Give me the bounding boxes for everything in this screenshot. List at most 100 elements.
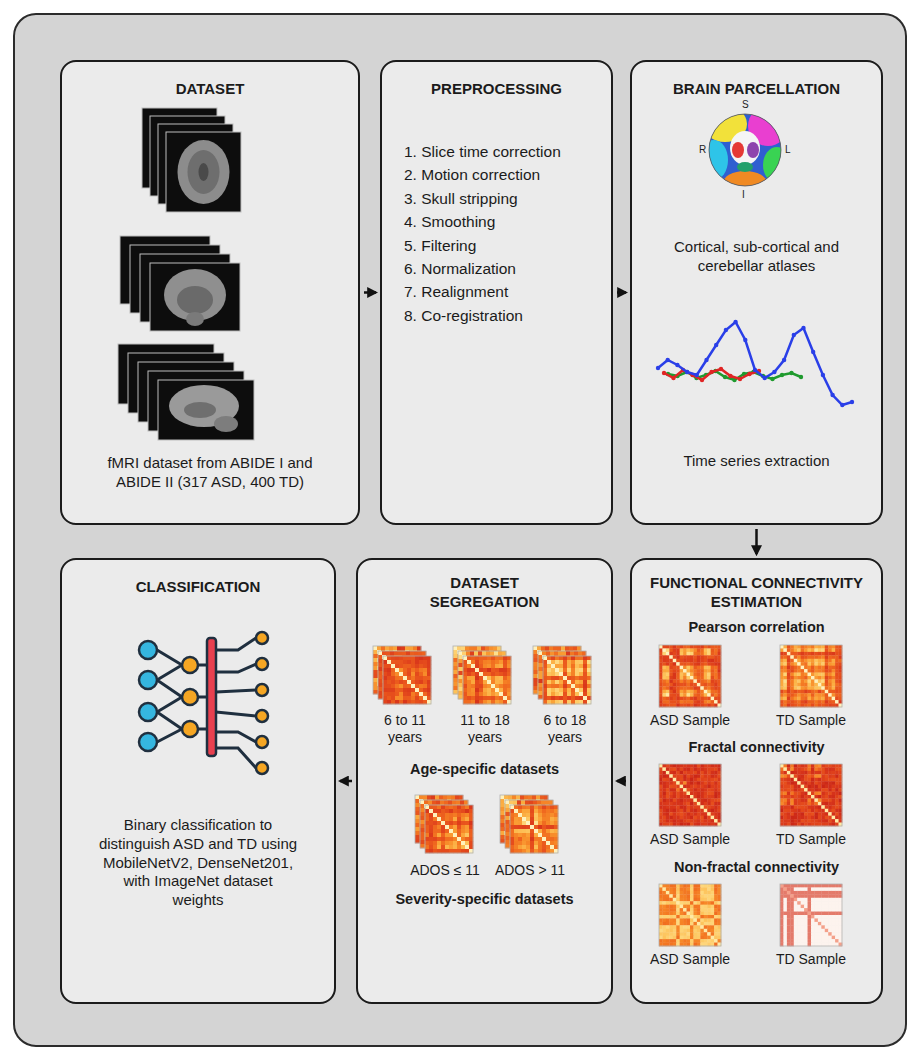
matrix-cell [780,823,784,827]
matrix-cell [693,929,697,933]
matrix-cell [683,816,687,820]
matrix-cell [669,939,673,943]
connectivity-matrix [780,764,842,826]
matrix-cell [673,939,677,943]
matrix-cell [790,912,794,916]
matrix-cell [787,802,791,806]
matrix-cell [804,652,808,656]
matrix-cell [697,792,701,796]
signal-dot [733,320,737,324]
matrix-cell [801,655,805,659]
box-title: DATASET SEGREGATION [406,574,563,612]
matrix-cell [666,929,670,933]
matrix-cell [704,925,708,929]
matrix-cell [814,774,818,778]
matrix-cell [693,894,697,898]
matrix-cell [666,823,670,827]
matrix-cell [683,673,687,677]
matrix-cell [832,662,836,666]
matrix-cell [821,819,825,823]
matrix-cell [825,652,829,656]
matrix-cell [693,891,697,895]
matrix-cell [666,659,670,663]
matrix-cell [797,697,801,701]
matrix-cell [787,679,791,683]
matrix-cell [794,697,798,701]
matrix-cell [704,645,708,649]
matrix-cell [687,819,691,823]
matrix-cell [707,925,711,929]
matrix-cell [818,645,822,649]
matrix-cell [707,697,711,701]
matrix-cell [790,683,794,687]
matrix-cell [697,693,701,697]
matrix-cell [780,774,784,778]
matrix-cell [673,785,677,789]
matrix-cell [687,771,691,775]
matrix-cell [794,683,798,687]
matrix-cell [718,922,722,926]
matrix-cell [669,679,673,683]
matrix-cell [683,798,687,802]
matrix-cell [787,648,791,652]
matrix-cell [814,778,818,782]
matrix-cell [818,929,822,933]
matrix-cell [804,697,808,701]
matrix-cell [704,809,708,813]
matrix-cell [704,802,708,806]
matrix-cell [832,788,836,792]
matrix-cell [780,788,784,792]
matrix-cell [700,704,704,708]
matrix-cell [718,891,722,895]
matrix-cell [797,659,801,663]
matrix-cell [801,812,805,816]
matrix-cell [683,823,687,827]
matrix-cell [832,891,836,895]
matrix-cell [780,805,784,809]
matrix-cell [825,697,829,701]
matrix-cell [787,771,791,775]
box-text: TD Sample [756,951,866,968]
matrix-cell [690,662,694,666]
matrix-cell [790,805,794,809]
matrix-cell [711,823,715,827]
signal-line [658,322,852,405]
matrix-cell [821,898,825,902]
matrix-cell [683,686,687,690]
connectivity-matrices [373,645,842,946]
matrix-cell [718,805,722,809]
matrix-cell [828,785,832,789]
matrix-cell [828,884,832,888]
matrix-cell [787,809,791,813]
matrix-cell [832,795,836,799]
matrix-cell [662,662,666,666]
matrix-cell [659,929,663,933]
signal-dot [685,370,689,374]
matrix-cell [839,652,843,656]
matrix-cell [839,922,843,926]
matrix-cell [825,901,829,905]
matrix-cell [839,781,843,785]
matrix-cell [704,894,708,898]
signal-dot [830,393,834,397]
matrix-cell [783,795,787,799]
matrix-cell [669,648,673,652]
signal-dot [789,371,793,375]
box-text: 1. Slice time correction [404,142,576,161]
matrix-cell [718,795,722,799]
matrix-cell [687,676,691,680]
matrix-cell [693,819,697,823]
matrix-cell [828,788,832,792]
matrix-cell [707,771,711,775]
matrix-cell [808,781,812,785]
matrix-cell [707,912,711,916]
matrix-cell [828,666,832,670]
matrix-cell [804,812,808,816]
matrix-cell [814,802,818,806]
matrix-cell [700,792,704,796]
matrix-cell [718,894,722,898]
matrix-cell [780,669,784,673]
matrix-cell [804,887,808,891]
matrix-cell [683,792,687,796]
matrix-cell [676,798,680,802]
